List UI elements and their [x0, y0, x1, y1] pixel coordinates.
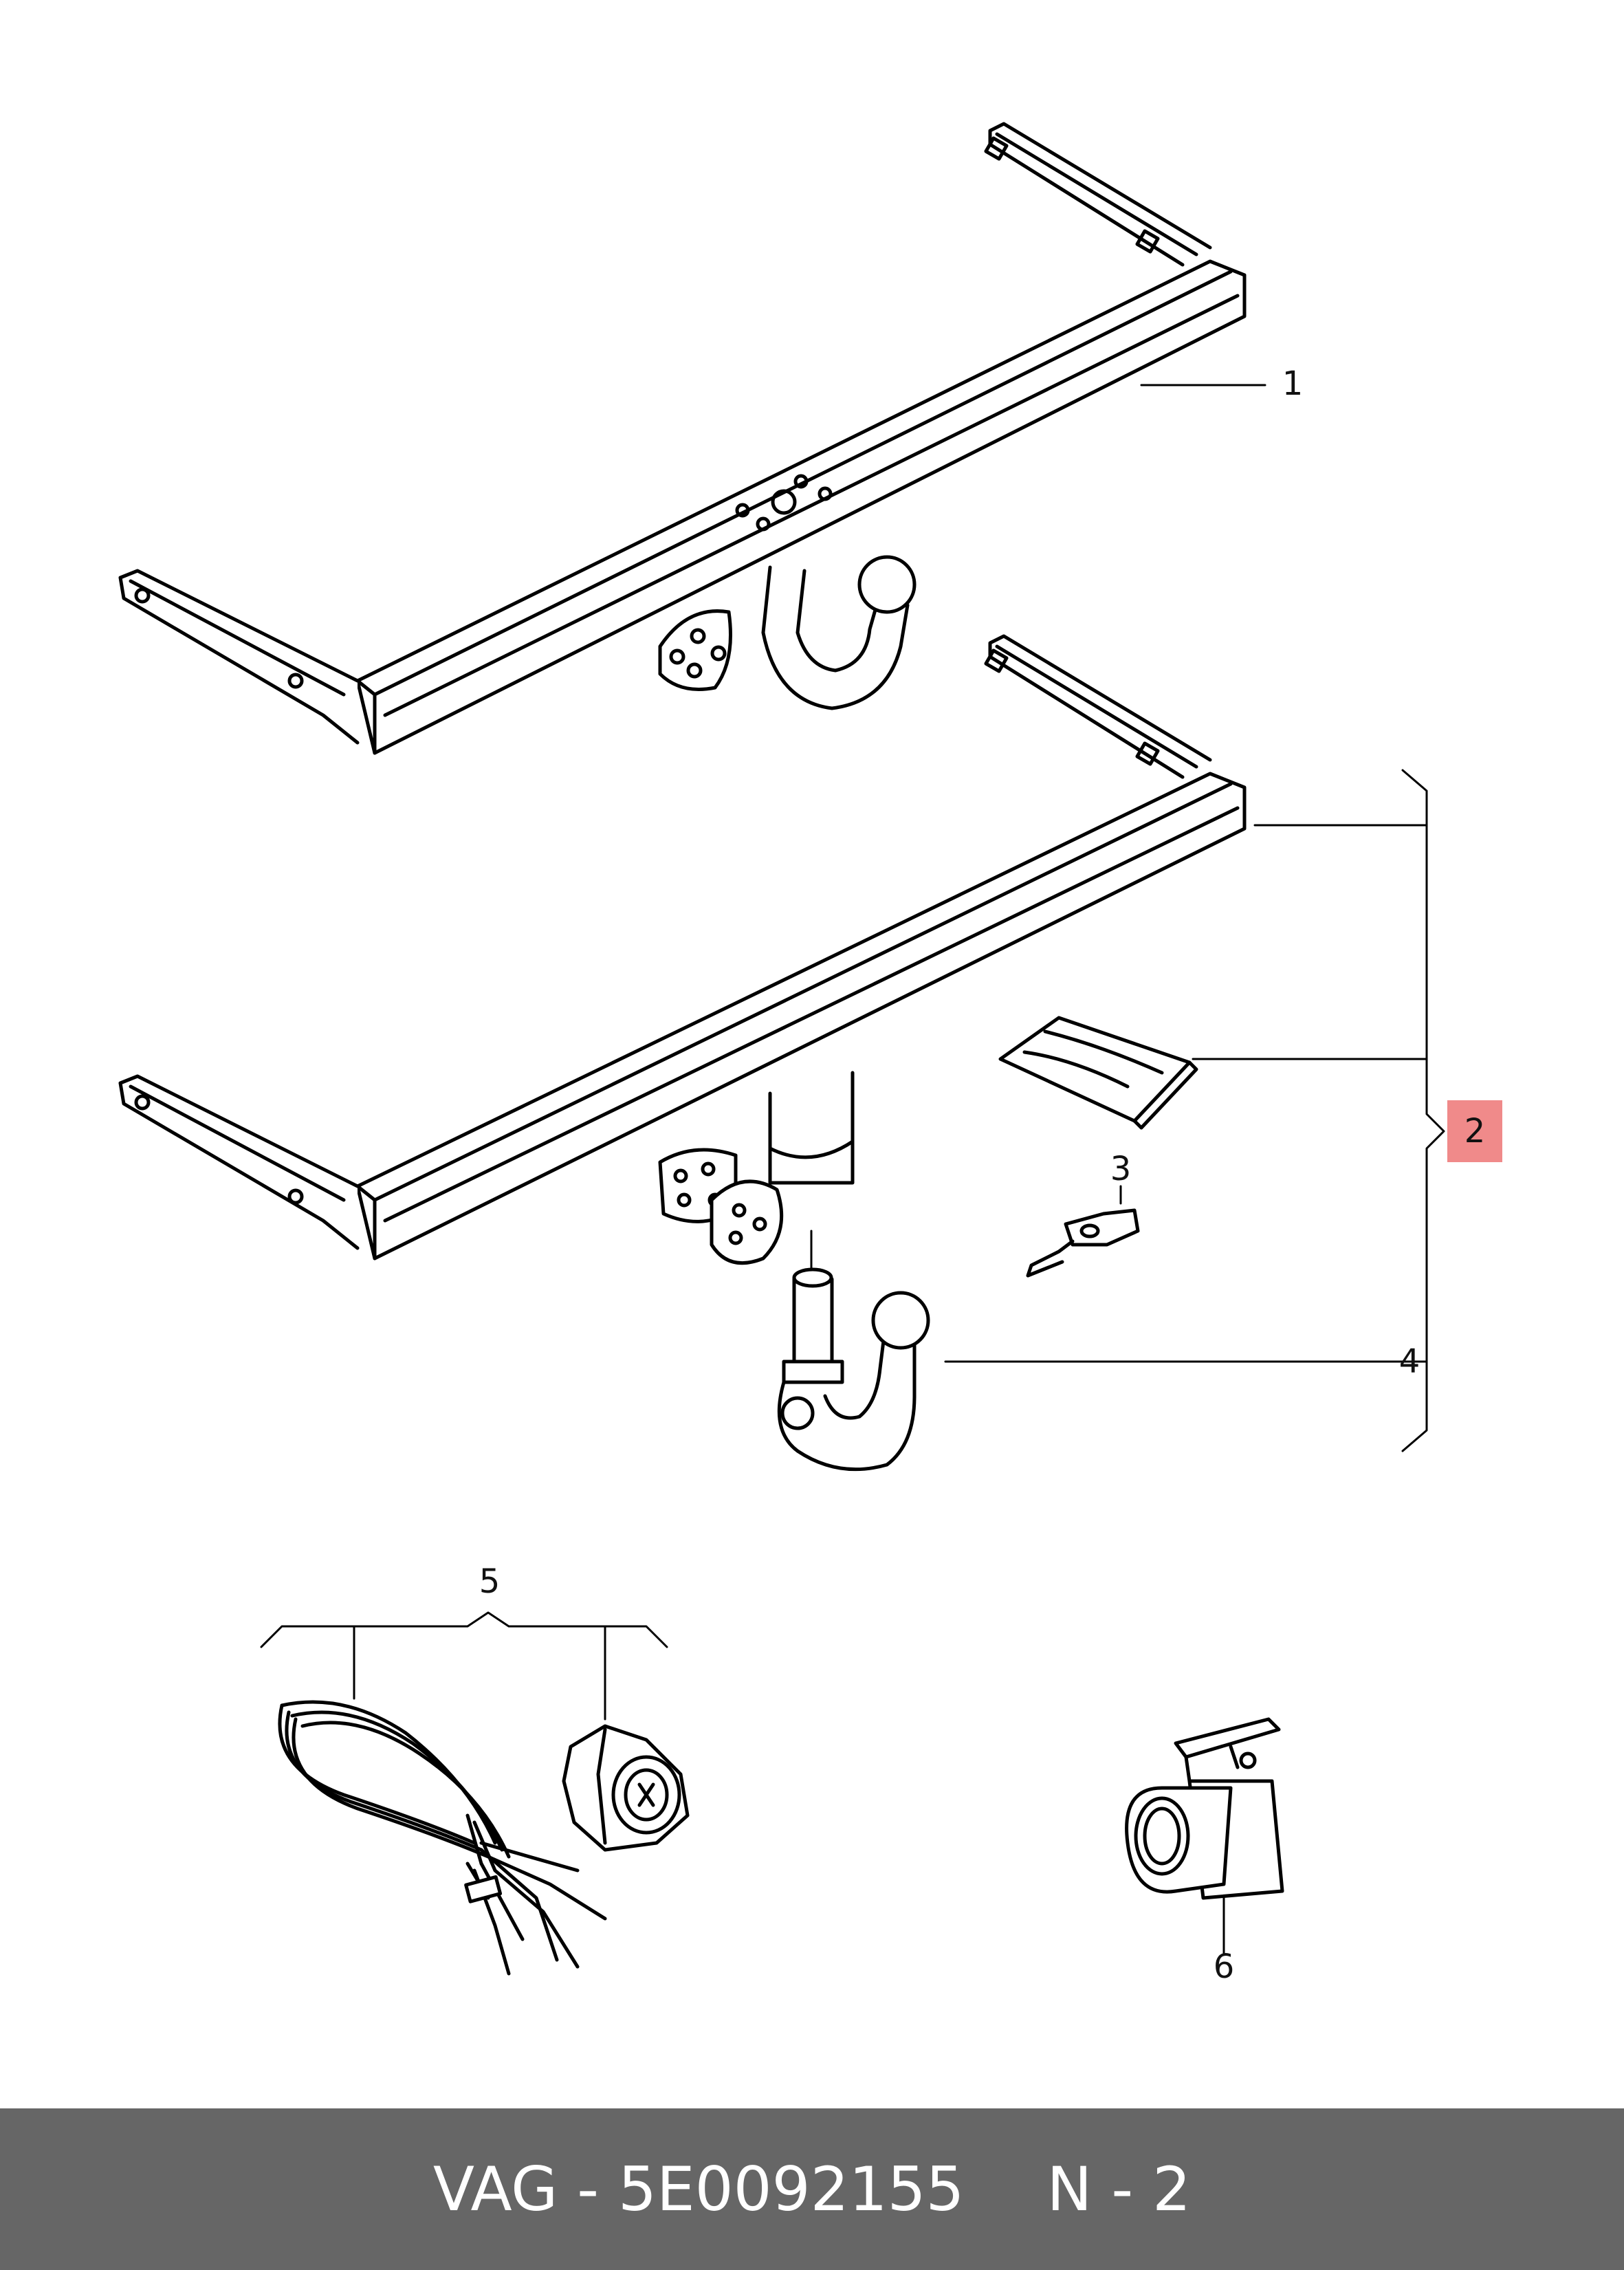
- tow-bar-beam-lower: [118, 634, 1247, 1265]
- footer-page-ref: N - 2: [1046, 2154, 1192, 2225]
- footer-part-number: VAG - 5E0092155: [432, 2154, 965, 2225]
- group-bracket-2: [1387, 769, 1445, 1452]
- lock-key: [1026, 1185, 1140, 1278]
- callout-4: 4: [1398, 1342, 1420, 1381]
- callout-3: 3: [1110, 1150, 1132, 1188]
- callout-6: 6: [1213, 1947, 1235, 1986]
- wiring-harness: [260, 1611, 690, 1976]
- trailer-socket: [1125, 1717, 1284, 1954]
- detachable-ball-neck: [777, 1230, 1390, 1472]
- parts-diagram: [118, 122, 1445, 1976]
- tow-bar-beam-upper: [118, 122, 1266, 755]
- footer-bar: VAG - 5E0092155 N - 2: [0, 2108, 1624, 2270]
- fastener-bag: [998, 824, 1418, 1130]
- callout-2: 2: [1447, 1100, 1502, 1162]
- callout-5: 5: [479, 1562, 501, 1601]
- callout-1: 1: [1282, 364, 1304, 403]
